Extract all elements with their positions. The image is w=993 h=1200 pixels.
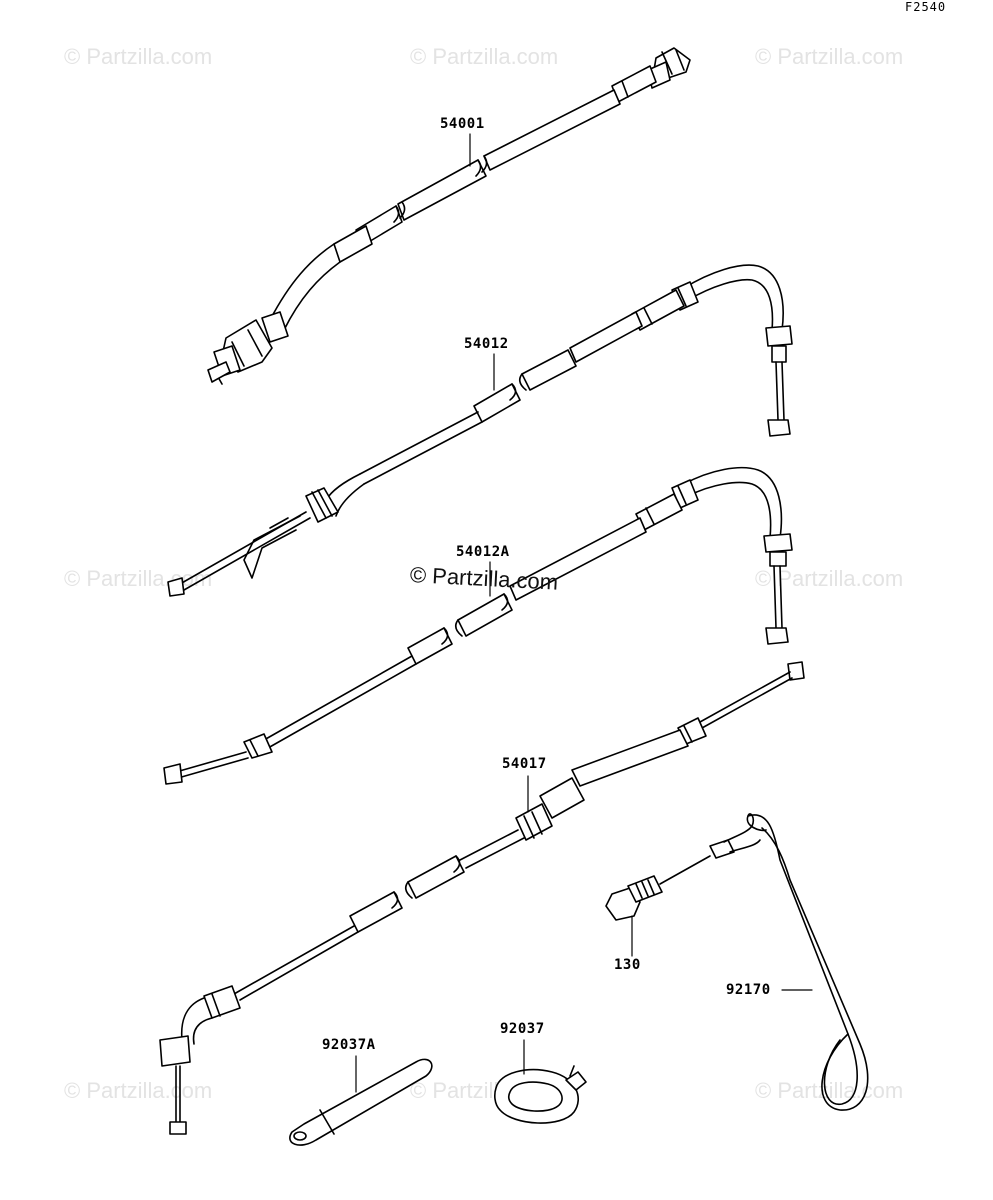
part-label-54012A[interactable]: 54012A — [456, 544, 510, 560]
part-label-130[interactable]: 130 — [614, 957, 641, 973]
part-label-92037[interactable]: 92037 — [500, 1021, 545, 1037]
watermark: © Partzilla.com — [410, 44, 559, 69]
strap-92037A[interactable] — [289, 1058, 433, 1146]
part-label-54017[interactable]: 54017 — [502, 756, 547, 772]
bolt-130[interactable] — [605, 855, 711, 921]
part-label-54001[interactable]: 54001 — [440, 116, 485, 132]
leader-lines — [355, 133, 813, 1093]
part-label-54012[interactable]: 54012 — [464, 336, 509, 352]
cable-54017[interactable] — [159, 661, 805, 1135]
watermark: © Partzilla.com — [64, 1078, 213, 1103]
throttle-cable-54012A[interactable] — [163, 466, 793, 785]
speedometer-cable-54001[interactable] — [207, 47, 691, 385]
watermark: © Partzilla.com — [755, 44, 904, 69]
clamp-92170[interactable] — [709, 813, 869, 1111]
watermark: © Partzilla.com — [64, 566, 213, 591]
throttle-cable-54012[interactable] — [167, 264, 793, 597]
part-label-92170[interactable]: 92170 — [726, 982, 771, 998]
clamp-92037[interactable] — [494, 1065, 587, 1124]
diagram-reference-code: F2540 — [905, 0, 947, 14]
watermark: © Partzilla.com — [64, 44, 213, 69]
part-label-92037A[interactable]: 92037A — [322, 1037, 376, 1053]
